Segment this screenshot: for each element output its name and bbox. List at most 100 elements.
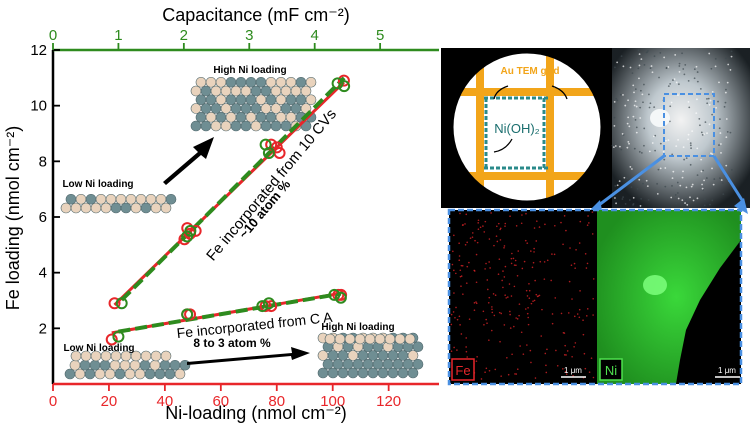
atom (364, 333, 376, 345)
atom (140, 350, 152, 362)
atom (200, 103, 212, 114)
fe-dot (482, 225, 484, 227)
fe-dot (497, 273, 500, 276)
tem-speck (642, 182, 644, 185)
data-point-capacitance (262, 297, 275, 310)
atom (220, 103, 232, 114)
tem-speck (699, 88, 702, 90)
atom (220, 120, 232, 132)
fe-dot (456, 349, 458, 351)
fe-dot (551, 322, 554, 325)
fe-dot (578, 242, 581, 244)
tem-speck (642, 101, 644, 104)
atom (235, 76, 247, 88)
tem-speck (720, 179, 723, 181)
fe-dot (526, 242, 529, 244)
fe-dot (531, 266, 534, 269)
tem-speck (637, 49, 640, 52)
x2-axis-label: Capacitance (mF cm⁻²) (162, 5, 350, 25)
tem-speck (634, 100, 637, 103)
atom (367, 367, 379, 379)
atom (407, 350, 419, 361)
tem-speck (649, 67, 652, 70)
x-tick-label: 80 (268, 393, 285, 410)
atom (110, 202, 122, 214)
atom (240, 103, 252, 114)
tem-speck (630, 58, 633, 61)
fe-dot (514, 373, 516, 375)
data-point-capacitance (115, 297, 128, 310)
fe-dot (544, 352, 547, 355)
tem-speck (616, 184, 619, 187)
tem-speckle (611, 49, 733, 207)
atom (255, 76, 267, 88)
fe-dot (533, 299, 536, 302)
tem-speck (614, 66, 616, 69)
tem-speck (707, 97, 710, 100)
tem-speck (685, 157, 688, 160)
tem-speck (678, 70, 681, 73)
tem-speck (682, 170, 684, 173)
fe-dot (528, 297, 531, 300)
tem-speck (627, 116, 630, 119)
fe-dot (586, 262, 589, 265)
tem-speck (639, 117, 642, 119)
fe-dot (517, 250, 520, 252)
tem-speck (693, 68, 696, 71)
tem-speck (627, 141, 630, 143)
tem-speck (621, 133, 624, 135)
atom (280, 120, 292, 132)
atom (105, 193, 117, 205)
tem-speck (701, 183, 703, 186)
tem-speck (639, 106, 642, 109)
tem-speck (641, 93, 644, 96)
atom (95, 193, 107, 205)
fe-dot (592, 278, 595, 280)
tem-speck (720, 143, 722, 145)
fe-dot (504, 265, 507, 268)
fe-dot (546, 348, 548, 351)
tem-speck (708, 52, 711, 55)
fe-dot (511, 353, 513, 356)
tem-speck (624, 202, 627, 205)
tem-speck (638, 53, 641, 56)
fe-dot (533, 251, 535, 253)
fe-dot (543, 278, 546, 280)
fe-dot (450, 323, 453, 326)
tem-speck (629, 66, 632, 69)
tem-speck (702, 169, 704, 172)
atom (387, 367, 399, 379)
x-tick-label: 40 (157, 393, 174, 410)
fe-dot (515, 264, 517, 267)
atom (265, 76, 277, 88)
fe-dot (563, 215, 566, 217)
tem-speck (614, 197, 616, 199)
fe-dot (494, 368, 497, 371)
fe-map-dots (450, 211, 595, 380)
fe-dot (519, 345, 521, 347)
tem-speck (667, 85, 670, 88)
atom (225, 76, 237, 88)
fe-dot (524, 239, 527, 242)
atom (404, 333, 416, 345)
tem-speck (675, 145, 678, 148)
fe-dot (506, 356, 508, 359)
tem-speck (640, 152, 643, 154)
tem-speck (687, 133, 690, 136)
fe-dot (538, 226, 541, 228)
tem-speck (682, 68, 685, 70)
fe-dot (510, 257, 513, 260)
tem-speck (701, 187, 704, 190)
fe-dot (471, 232, 474, 234)
tem-speck (639, 205, 642, 207)
atom (394, 333, 406, 345)
fe-dot (551, 313, 554, 315)
atom (60, 202, 72, 214)
fe-dot (592, 314, 594, 316)
atom (295, 94, 307, 106)
fe-dot (541, 308, 543, 311)
fe-dot (527, 316, 530, 319)
tem-speck (624, 104, 627, 107)
fe-dot (471, 236, 474, 238)
tem-speck (675, 81, 678, 84)
